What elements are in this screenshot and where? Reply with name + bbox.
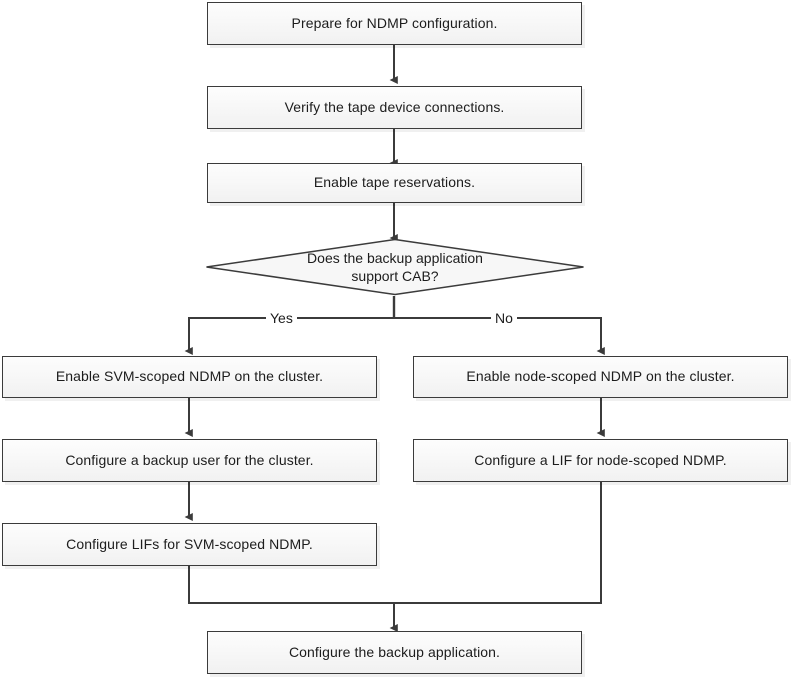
node-prepare-for-ndmp-configuration: Prepare for NDMP configuration. xyxy=(207,2,582,45)
node-label: Prepare for NDMP configuration. xyxy=(291,14,498,31)
decision-does-backup-application-support-cab: Does the backup application support CAB? xyxy=(205,238,585,296)
node-label: Configure a LIF for node-scoped NDMP. xyxy=(474,451,727,468)
node-enable-tape-reservations: Enable tape reservations. xyxy=(207,163,582,203)
node-label: Enable SVM-scoped NDMP on the cluster. xyxy=(55,368,324,385)
node-label: Enable tape reservations. xyxy=(313,174,476,191)
node-enable-node-scoped-ndmp: Enable node-scoped NDMP on the cluster. xyxy=(413,356,788,398)
node-verify-tape-device-connections: Verify the tape device connections. xyxy=(207,86,582,129)
node-enable-svm-scoped-ndmp: Enable SVM-scoped NDMP on the cluster. xyxy=(2,356,377,398)
node-label: Enable node-scoped NDMP on the cluster. xyxy=(466,368,735,385)
diamond-shape xyxy=(206,238,584,296)
node-label: Configure a backup user for the cluster. xyxy=(65,451,314,468)
edge-label-yes: Yes xyxy=(266,311,297,325)
edge-label-no: No xyxy=(491,311,517,325)
node-label: Verify the tape device connections. xyxy=(284,98,505,115)
node-configure-lif-node-scoped-ndmp: Configure a LIF for node-scoped NDMP. xyxy=(413,439,788,482)
node-configure-backup-application: Configure the backup application. xyxy=(207,631,582,674)
node-label: Configure the backup application. xyxy=(288,643,501,660)
node-configure-backup-user: Configure a backup user for the cluster. xyxy=(2,439,377,482)
node-label: Configure LIFs for SVM-scoped NDMP. xyxy=(66,535,313,552)
node-configure-lifs-svm-scoped-ndmp: Configure LIFs for SVM-scoped NDMP. xyxy=(2,523,377,566)
